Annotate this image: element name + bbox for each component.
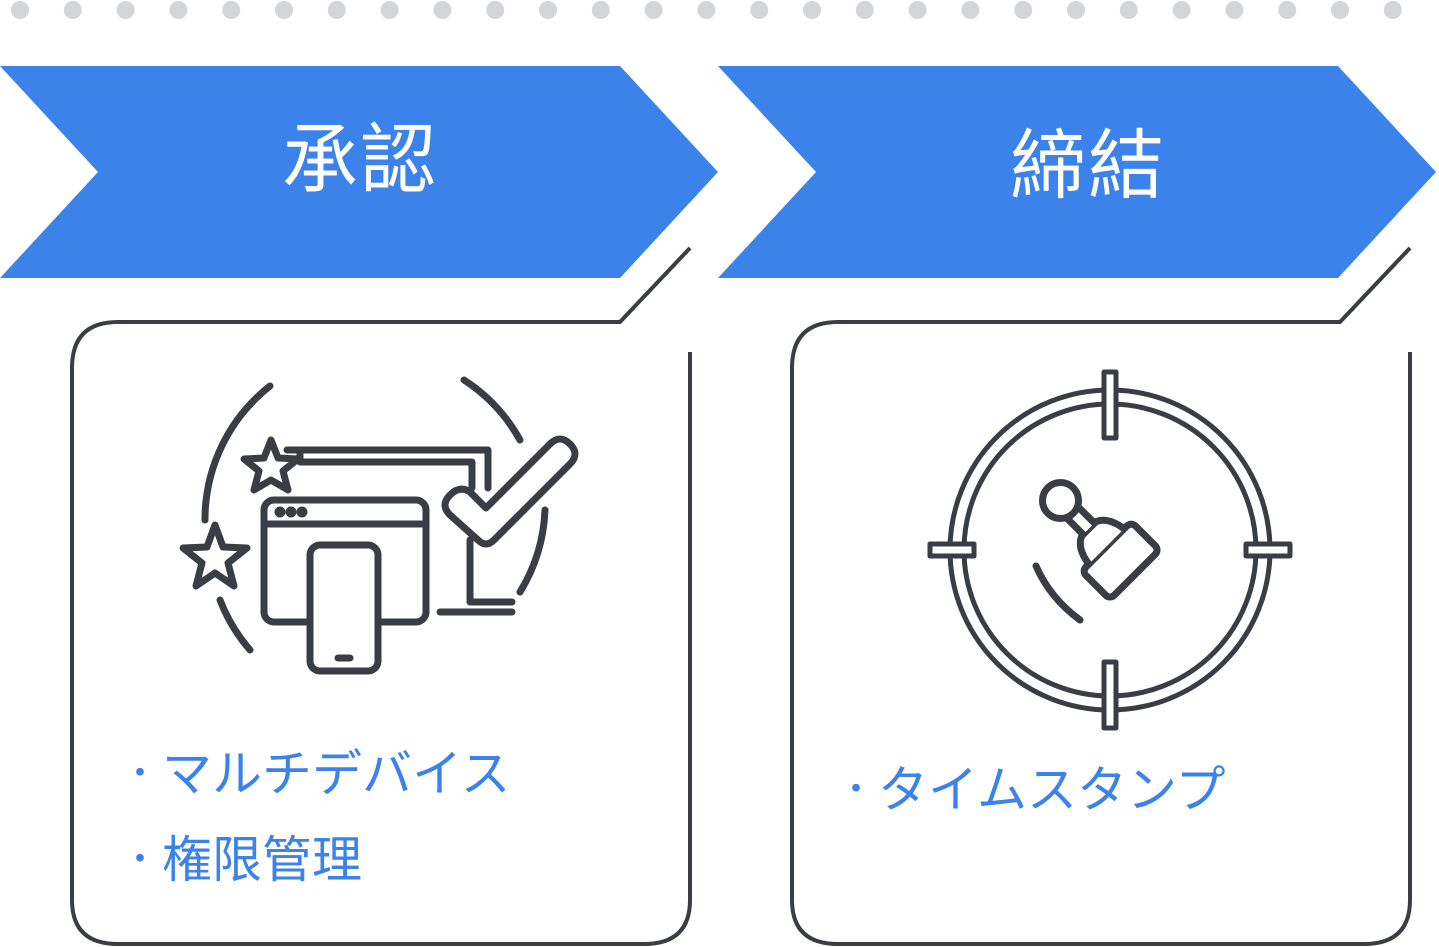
stage-1-card <box>70 246 692 946</box>
divider-dot <box>1331 1 1349 19</box>
divider-dot <box>1172 1 1191 19</box>
divider-dot <box>750 1 769 19</box>
divider-dot <box>855 1 874 19</box>
bullet-marker: ・ <box>122 839 159 880</box>
divider-dot <box>1119 1 1138 19</box>
dotted-divider <box>11 1 1402 19</box>
divider-dot <box>327 1 346 19</box>
stage-1-bullet-list: ・ マルチデバイス ・ 権限管理 <box>122 748 511 886</box>
bullet-text: マルチデバイス <box>162 745 511 803</box>
bullet-marker: ・ <box>122 753 159 794</box>
list-item: ・ 権限管理 <box>122 834 511 886</box>
divider-dot <box>222 1 241 19</box>
multi-device-approval-icon <box>179 376 579 675</box>
stage-2-card <box>790 246 1412 946</box>
stage-1-arrow <box>0 66 718 278</box>
divider-dot <box>63 1 82 19</box>
list-item: ・ マルチデバイス <box>122 748 511 800</box>
divider-dot <box>908 1 927 19</box>
divider-dot <box>1383 1 1402 19</box>
bullet-marker: ・ <box>838 769 875 810</box>
divider-dot <box>486 1 505 19</box>
list-item: ・ タイムスタンプ <box>838 764 1226 816</box>
divider-dot <box>1014 1 1033 19</box>
stage-2-arrow <box>718 66 1436 278</box>
divider-dot <box>433 1 452 19</box>
bullet-text: 権限管理 <box>162 831 362 889</box>
stage-2-title: 締結 <box>1010 121 1166 210</box>
divider-dot <box>697 1 716 19</box>
divider-dot <box>1225 1 1244 19</box>
divider-dot <box>961 1 980 19</box>
bullet-text: タイムスタンプ <box>878 761 1226 819</box>
divider-dot <box>380 1 399 19</box>
stamp-target-icon <box>927 369 1293 731</box>
divider-dot <box>275 1 293 19</box>
divider-dot <box>539 1 557 19</box>
stage-2-bullet-list: ・ タイムスタンプ <box>838 764 1226 816</box>
divider-dot <box>803 1 821 19</box>
divider-dot <box>591 1 610 19</box>
divider-dot <box>11 1 29 19</box>
stage-1-title: 承認 <box>282 115 438 204</box>
divider-dot <box>1278 1 1297 19</box>
divider-dot <box>169 1 188 19</box>
divider-dot <box>644 1 663 19</box>
divider-dot <box>116 1 135 19</box>
divider-dot <box>1067 1 1085 19</box>
